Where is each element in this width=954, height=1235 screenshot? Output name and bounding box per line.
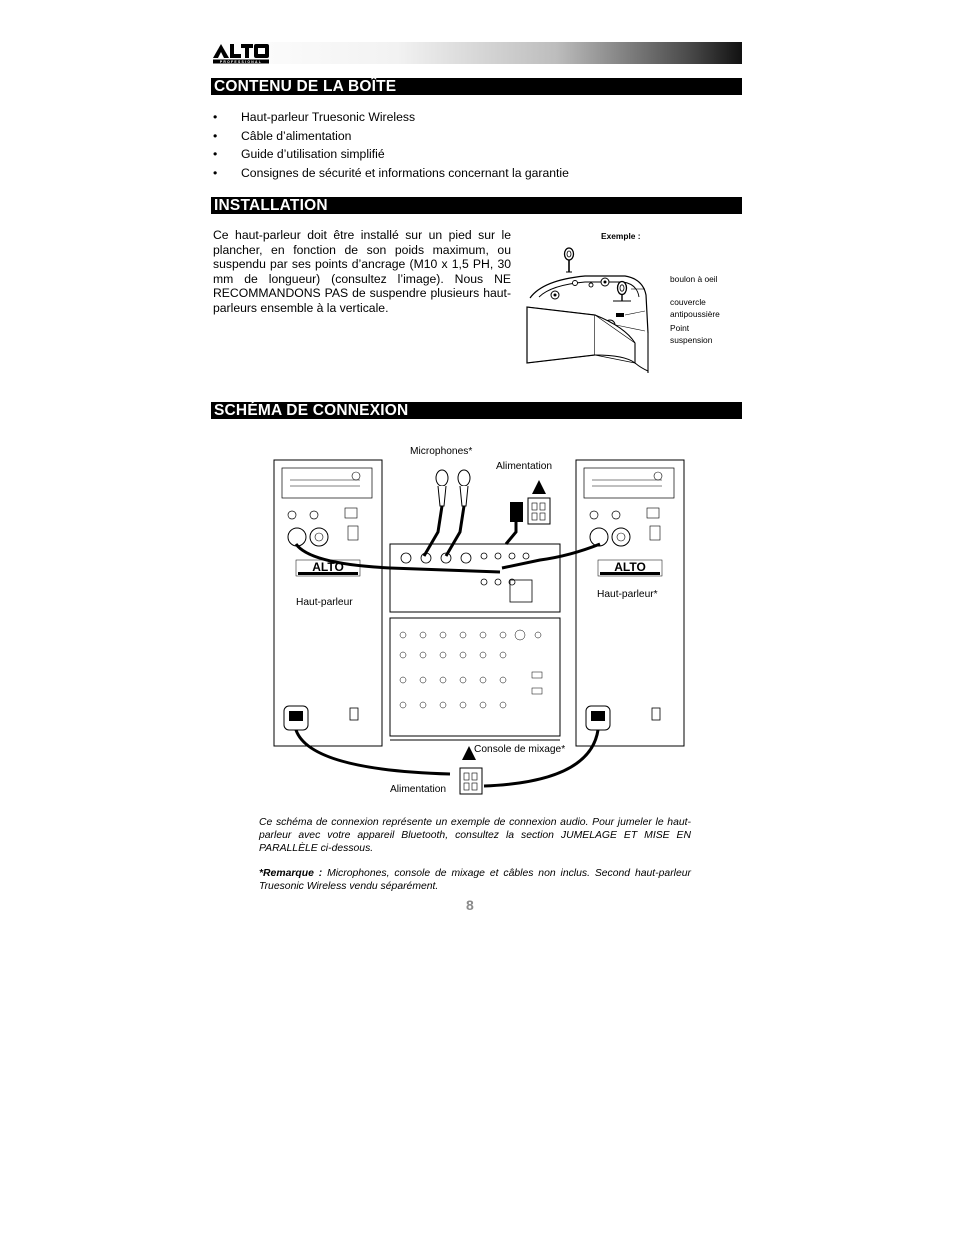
figure-example-label: Exemple : (601, 231, 641, 241)
header-gradient-bar (211, 42, 742, 64)
right-speaker-rear-panel: ALTO (575, 459, 685, 747)
connection-diagram: ALTO ALTO (273, 459, 685, 795)
diagram-note: *Remarque : Microphones, console de mixa… (259, 867, 691, 893)
list-item-text: Câble d’alimentation (241, 128, 352, 143)
list-item: • Guide d’utilisation simplifié (211, 145, 569, 164)
bullet: • (213, 165, 218, 180)
contents-list: • Haut-parleur Truesonic Wireless • Câble … (211, 108, 569, 182)
microphones (435, 469, 471, 507)
power-top-label: Alimentation (496, 461, 553, 472)
suspension-point-label-line2: suspension (670, 335, 713, 345)
section-title-contents: CONTENU DE LA BOÎTE (211, 78, 742, 95)
list-item: • Haut-parleur Truesonic Wireless (211, 108, 569, 127)
microphones-label: Microphones* (410, 446, 473, 457)
list-item-text: Consignes de sécurité et informations co… (241, 165, 569, 180)
eyebolt-label: boulon à oeil (670, 274, 718, 284)
list-item-text: Haut-parleur Truesonic Wireless (241, 110, 416, 124)
right-speaker-brand: ALTO (614, 560, 646, 574)
list-item: • Câble d’alimentation (211, 127, 569, 146)
dust-cover-label-line1: couvercle (670, 297, 706, 307)
section-title-installation: INSTALLATION (211, 197, 742, 214)
list-item-text: Guide d’utilisation simplifié (241, 147, 385, 161)
logo-sub-text: PROFESSIONAL (220, 60, 262, 64)
installation-paragraph: Ce haut-parleur doit être installé sur u… (213, 228, 511, 315)
power-bottom-label: Alimentation (390, 784, 447, 795)
alto-logo: PROFESSIONAL (211, 43, 273, 65)
dust-cover-label-line2: antipoussière (670, 309, 720, 319)
mixer-console (389, 543, 561, 741)
suspension-point-label-line1: Point (670, 323, 690, 333)
speaker-top-illustration (526, 247, 649, 373)
bullet: • (213, 128, 218, 143)
note-text: Microphones, console de mixage et câbles… (259, 868, 691, 892)
bullet: • (213, 110, 218, 124)
power-adapter-top (510, 480, 551, 525)
power-outlet-bottom (459, 746, 483, 795)
note-bold: *Remarque : (259, 868, 323, 879)
page-number: 8 (466, 897, 474, 913)
mixer-label: Console de mixage* (474, 744, 566, 755)
speaker-right-label: Haut-parleur* (597, 589, 658, 600)
speaker-left-label: Haut-parleur (296, 597, 353, 608)
bullet: • (213, 147, 218, 161)
list-item: • Consignes de sécurité et informations c… (211, 164, 569, 183)
section-title-connection: SCHÉMA DE CONNEXION (211, 402, 742, 419)
diagram-caption: Ce schéma de connexion représente un exe… (259, 817, 691, 854)
left-speaker-rear-panel: ALTO (273, 459, 383, 747)
